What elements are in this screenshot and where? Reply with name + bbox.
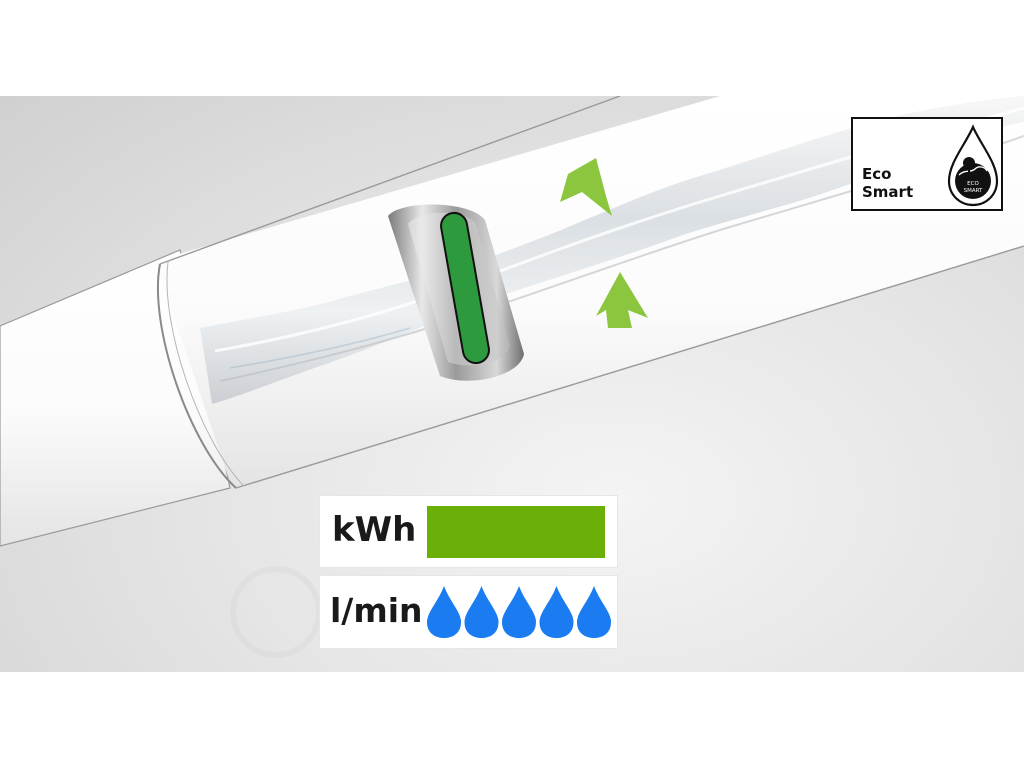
energy-bar xyxy=(427,506,605,558)
hose-left xyxy=(0,249,231,547)
water-drop-icon xyxy=(577,586,611,638)
eco-smart-text: Eco Smart xyxy=(862,165,913,201)
flow-label: l/min xyxy=(330,591,423,630)
eco-smart-badge: Eco Smart ECO SMART xyxy=(851,117,1003,211)
flow-indicator: l/min xyxy=(320,576,617,648)
arrow-down-icon xyxy=(560,158,612,216)
water-drop-icon xyxy=(502,586,536,638)
emblem-line2: SMART xyxy=(964,188,983,194)
water-drops xyxy=(427,586,611,638)
energy-indicator: kWh xyxy=(320,496,617,567)
water-drop-icon xyxy=(539,586,574,638)
energy-label: kWh xyxy=(332,510,417,550)
compression-arrows xyxy=(560,158,648,328)
flow-limiter-slot xyxy=(440,211,490,365)
watermark-hint xyxy=(230,566,322,658)
badge-line2: Smart xyxy=(862,183,914,201)
eco-drop-icon: ECO SMART xyxy=(947,124,999,207)
badge-line1: Eco xyxy=(862,165,892,183)
arrow-up-icon xyxy=(596,272,648,328)
emblem-line1: ECO xyxy=(967,181,979,187)
shower-hose-illustration xyxy=(0,96,1024,547)
water-drop-icon xyxy=(427,586,461,638)
tree-icon xyxy=(963,157,975,169)
energy-bar-fill xyxy=(427,506,605,558)
flow-limiter-ring xyxy=(388,204,524,381)
water-drop-icon xyxy=(464,586,499,638)
